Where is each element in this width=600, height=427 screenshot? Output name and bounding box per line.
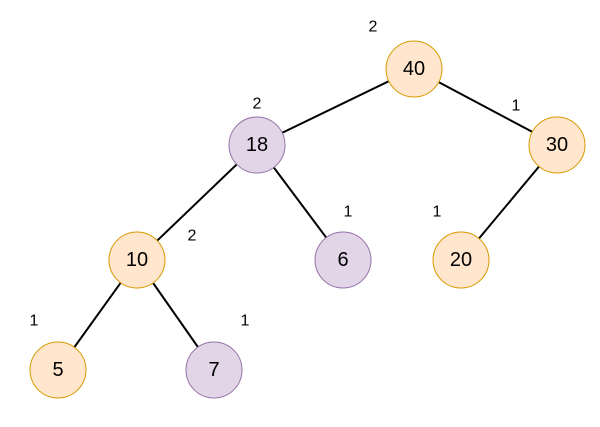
rank-label-7: 1	[241, 313, 250, 330]
rank-label-18: 2	[253, 96, 262, 113]
node-7: 7	[185, 341, 243, 399]
node-5: 5	[29, 341, 87, 399]
node-10-label: 10	[126, 249, 148, 271]
node-20-label: 20	[450, 249, 472, 271]
edge-40-18	[256, 68, 415, 146]
node-40-label: 40	[403, 58, 425, 80]
node-30-label: 30	[546, 134, 568, 156]
node-5-label: 5	[52, 359, 63, 381]
node-40-circle	[385, 40, 443, 98]
rank-label-30: 1	[512, 98, 521, 115]
node-6-circle	[314, 231, 372, 289]
node-10-circle	[108, 231, 166, 289]
node-6: 6	[314, 231, 372, 289]
node-7-circle	[185, 341, 243, 399]
rank-labels: 2 2 1 2 1 1 1 1	[30, 19, 521, 330]
node-18: 18	[228, 116, 286, 174]
edges	[57, 68, 558, 371]
rank-label-10: 2	[188, 228, 197, 245]
node-5-circle	[29, 341, 87, 399]
rank-label-40: 2	[369, 19, 378, 36]
node-10: 10	[108, 231, 166, 289]
node-6-label: 6	[337, 249, 348, 271]
node-18-label: 18	[246, 134, 268, 156]
rank-label-6: 1	[344, 204, 353, 221]
node-7-label: 7	[208, 359, 219, 381]
rank-label-5: 1	[30, 313, 39, 330]
node-30-circle	[528, 116, 586, 174]
rank-label-20: 1	[433, 204, 442, 221]
node-30: 30	[528, 116, 586, 174]
node-20-circle	[432, 231, 490, 289]
node-20: 20	[432, 231, 490, 289]
node-18-circle	[228, 116, 286, 174]
node-40: 40	[385, 40, 443, 98]
